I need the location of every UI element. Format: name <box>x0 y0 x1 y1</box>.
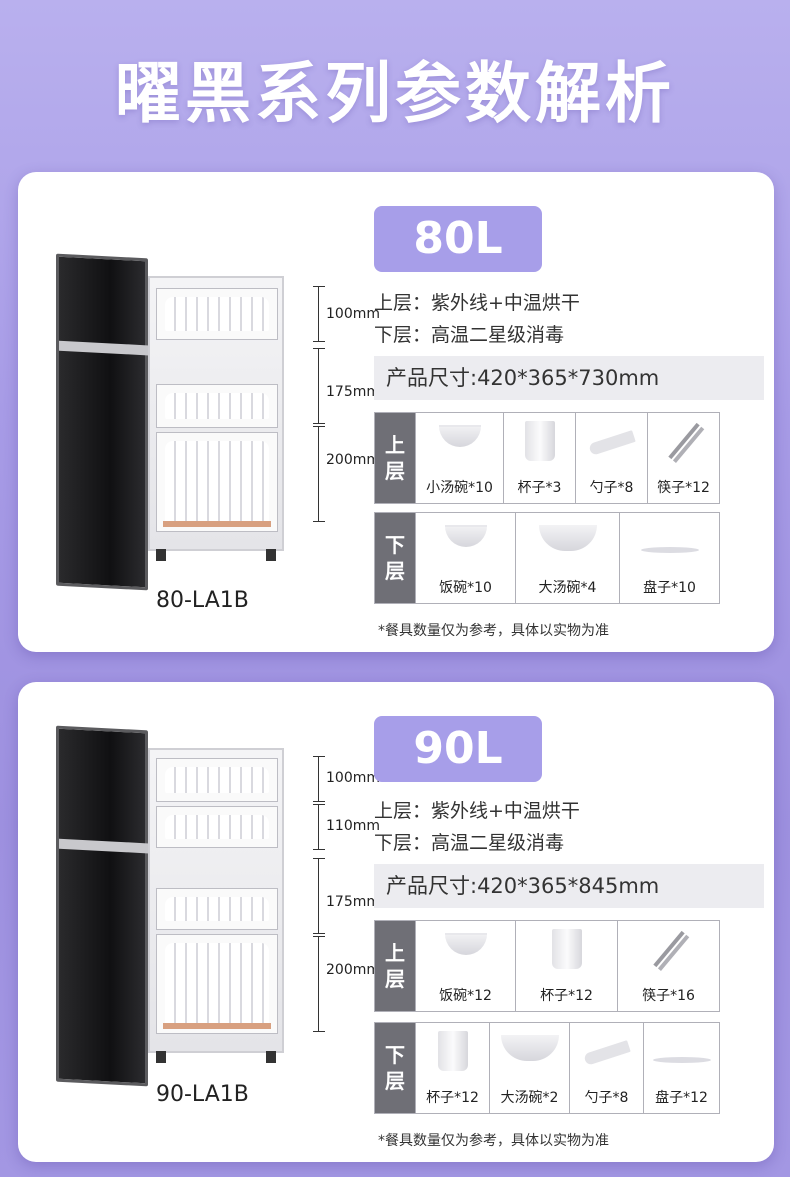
utensil-cell: 筷子*16 <box>617 921 719 1011</box>
feature-lower: 下层：高温二星级消毒 <box>374 324 565 346</box>
spoon-icon <box>587 430 636 456</box>
utensil-cell: 杯子*12 <box>515 921 617 1011</box>
cabinet-illustration: 100mm 110mm 175mm 200mm 90-LA1B <box>56 725 380 1107</box>
lower-utensil-table: 下层 饭碗*10 大汤碗*4 盘子*10 <box>374 512 720 604</box>
plate-icon <box>640 547 699 553</box>
dim-line <box>313 804 325 850</box>
utensil-cell: 杯子*3 <box>503 413 575 503</box>
cabinet-door <box>56 253 151 591</box>
utensil-cell: 饭碗*10 <box>415 513 515 603</box>
rice-bowl-icon <box>444 933 487 955</box>
dim-line <box>313 348 325 424</box>
dim-label: 110mm <box>326 818 380 834</box>
utensil-cell: 勺子*8 <box>569 1023 643 1113</box>
utensil-cell: 大汤碗*2 <box>489 1023 569 1113</box>
capacity-badge: 80L <box>374 206 542 272</box>
page-title: 曜黑系列参数解析 <box>115 55 675 132</box>
product-card-90l: 100mm 110mm 175mm 200mm 90-LA1B 90L 上层：紫… <box>18 682 774 1162</box>
chopsticks-icon <box>652 930 685 968</box>
tier-label-upper: 上层 <box>375 413 415 503</box>
utensil-cell: 盘子*12 <box>643 1023 719 1113</box>
dim-label: 175mm <box>326 384 380 400</box>
utensil-cell: 大汤碗*4 <box>515 513 619 603</box>
dim-label: 200mm <box>326 962 380 978</box>
rice-bowl-icon <box>444 525 487 547</box>
upper-utensil-table: 上层 小汤碗*10 杯子*3 勺子*8 筷子*12 <box>374 412 720 504</box>
chopsticks-icon <box>667 422 700 460</box>
lower-utensil-table: 下层 杯子*12 大汤碗*2 勺子*8 盘子*12 <box>374 1022 720 1114</box>
capacity-badge: 90L <box>374 716 542 782</box>
dim-line <box>313 426 325 522</box>
tier-label-upper: 上层 <box>375 921 415 1011</box>
product-size: 产品尺寸:420*365*845mm <box>374 864 764 908</box>
product-size: 产品尺寸:420*365*730mm <box>374 356 764 400</box>
dim-label: 200mm <box>326 452 380 468</box>
spoon-icon <box>582 1040 631 1066</box>
feature-upper: 上层：紫外线+中温烘干 <box>374 800 580 822</box>
upper-utensil-table: 上层 饭碗*12 杯子*12 筷子*16 <box>374 920 720 1012</box>
cabinet-illustration: 100mm 175mm 200mm 80-LA1B <box>56 253 380 613</box>
plate-icon <box>652 1057 711 1063</box>
dim-line <box>313 756 325 802</box>
cup-icon <box>437 1031 468 1071</box>
utensil-cell: 饭碗*12 <box>415 921 515 1011</box>
model-number: 90-LA1B <box>156 1082 249 1107</box>
feature-upper: 上层：紫外线+中温烘干 <box>374 292 580 314</box>
utensil-cell: 杯子*12 <box>415 1023 489 1113</box>
cabinet-body <box>148 748 284 1063</box>
cup-icon <box>524 421 555 461</box>
dim-line <box>313 858 325 934</box>
dim-line <box>313 936 325 1032</box>
disclaimer-note: *餐具数量仅为参考，具体以实物为准 <box>378 1133 609 1149</box>
large-soup-bowl-icon <box>538 525 597 551</box>
cabinet-door <box>56 725 151 1087</box>
dim-label: 175mm <box>326 894 380 910</box>
disclaimer-note: *餐具数量仅为参考，具体以实物为准 <box>378 623 609 639</box>
soup-bowl-icon <box>438 425 481 447</box>
tier-label-lower: 下层 <box>375 1023 415 1113</box>
dim-label: 100mm <box>326 306 380 322</box>
utensil-cell: 勺子*8 <box>575 413 647 503</box>
tier-label-lower: 下层 <box>375 513 415 603</box>
feature-lower: 下层：高温二星级消毒 <box>374 832 565 854</box>
dim-label: 100mm <box>326 770 380 786</box>
utensil-cell: 盘子*10 <box>619 513 719 603</box>
large-soup-bowl-icon <box>500 1035 559 1061</box>
utensil-cell: 筷子*12 <box>647 413 719 503</box>
dim-line <box>313 286 325 342</box>
cabinet-body <box>148 276 284 561</box>
product-card-80l: 100mm 175mm 200mm 80-LA1B 80L 上层：紫外线+中温烘… <box>18 172 774 652</box>
utensil-cell: 小汤碗*10 <box>415 413 503 503</box>
cup-icon <box>551 929 582 969</box>
model-number: 80-LA1B <box>156 588 249 613</box>
